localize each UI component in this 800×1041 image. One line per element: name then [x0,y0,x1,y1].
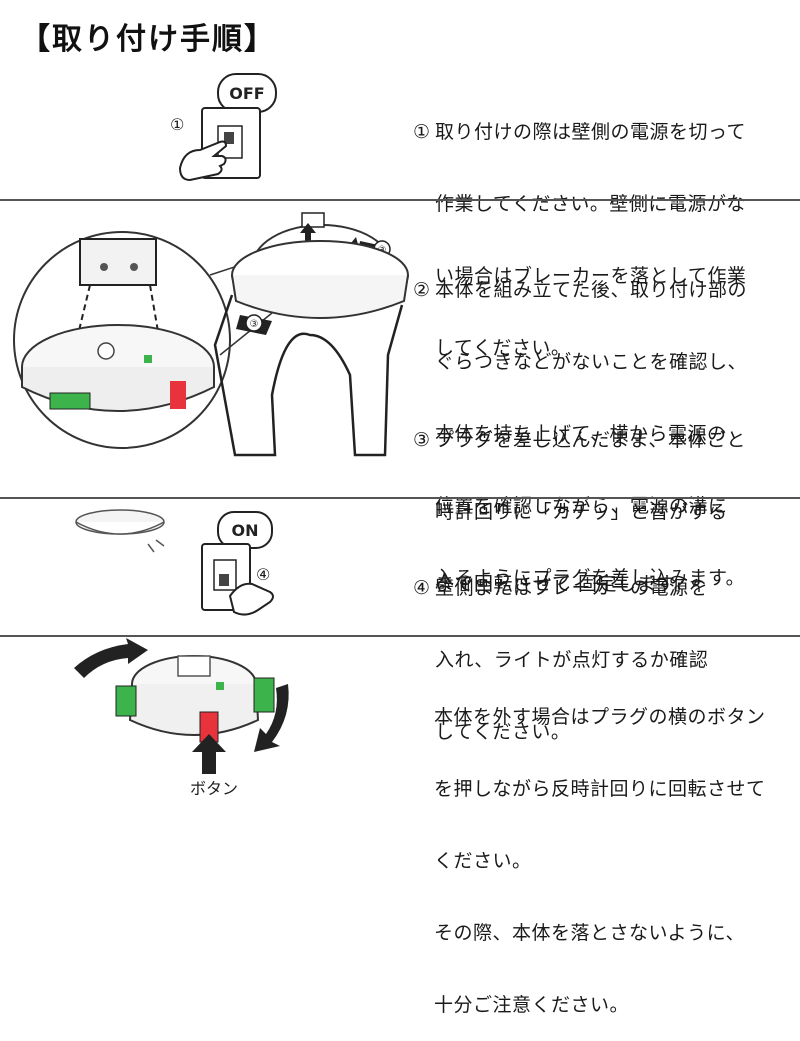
step1-switch-illustration: OFF ① [170,73,277,182]
green-clip [115,685,137,717]
on-label: ON [232,521,259,540]
step2-line: 入るようにプラグを差し込みます。 [435,567,746,589]
step2-line: 本体を組み立てた後、取り付け部の [435,279,748,301]
step3-number: ③ [413,429,431,451]
removal-line: ください。 [434,850,532,872]
step3-line: まで回転させて 固定します。 [435,573,694,595]
rotate-arrow-icon [254,684,289,752]
step2-line: 位置を確認しながら、電源の溝に [435,495,728,517]
step4-figure-number: ④ [256,565,270,584]
section-divider [0,497,800,499]
push-arrow-icon [192,734,226,774]
step1-line: してください。 [435,337,571,359]
step1-line: 取り付けの際は壁側の電源を切って [435,121,747,143]
fixture-body [128,683,260,736]
step1-number: ① [413,121,431,143]
off-speech-bubble: OFF [217,73,277,123]
red-release-button [170,381,186,409]
green-clip [49,392,91,410]
step4-switch-illustration: ON ④ [75,509,274,616]
green-indicator [144,355,152,363]
removal-line: を押しながら反時計回りに回転させて [434,778,766,800]
step1-line: い場合はブレーカーを落として作業 [435,265,747,287]
step2-number: ② [413,279,431,301]
step4-line: 壁側またはブレーカーの電源を [435,577,709,599]
step2-line: 本体を持ち上げて、横から電源の [435,423,727,445]
step3-line: プラグを差し込んだまま、本体ごと [435,429,746,451]
step4-number: ④ [413,577,431,599]
removal-illustration: ボタン [74,638,289,798]
step1-line: 作業してください。壁側に電源がな [435,193,746,215]
hand-pressing-icon [178,140,228,182]
removal-line: 本体を外す場合はプラグの横のボタン [434,706,766,728]
person-silhouette [213,294,404,457]
off-label: OFF [229,84,264,103]
section-divider [0,635,800,637]
section-divider [0,199,800,201]
hand-pressing-icon [228,582,274,616]
removal-line: 十分ご注意ください。 [434,994,630,1016]
button-label: ボタン [190,779,238,798]
step3-line: 時計回りに「カチッ」と音がする [435,501,728,523]
removal-line: その際、本体を落とさないように、 [434,922,746,944]
step2-installation-illustration: ② ③ ③ [13,212,409,457]
step2-line: ぐらつきなどがないことを確認し、 [435,351,748,373]
step1-figure-number: ① [170,115,184,134]
step4-line: してください。 [435,721,571,743]
rotate-arrow-icon [74,638,148,678]
green-clip [253,677,275,713]
removal-instructions: 本体を外す場合はプラグの横のボタン を押しながら反時計回りに回転させて ください… [434,657,766,1041]
ceiling-outlet-block [79,238,157,286]
step4-line: 入れ、ライトが点灯するか確認 [435,649,709,671]
page-title: 【取り付け手順】 [20,22,276,57]
svg-text:③: ③ [250,319,259,330]
